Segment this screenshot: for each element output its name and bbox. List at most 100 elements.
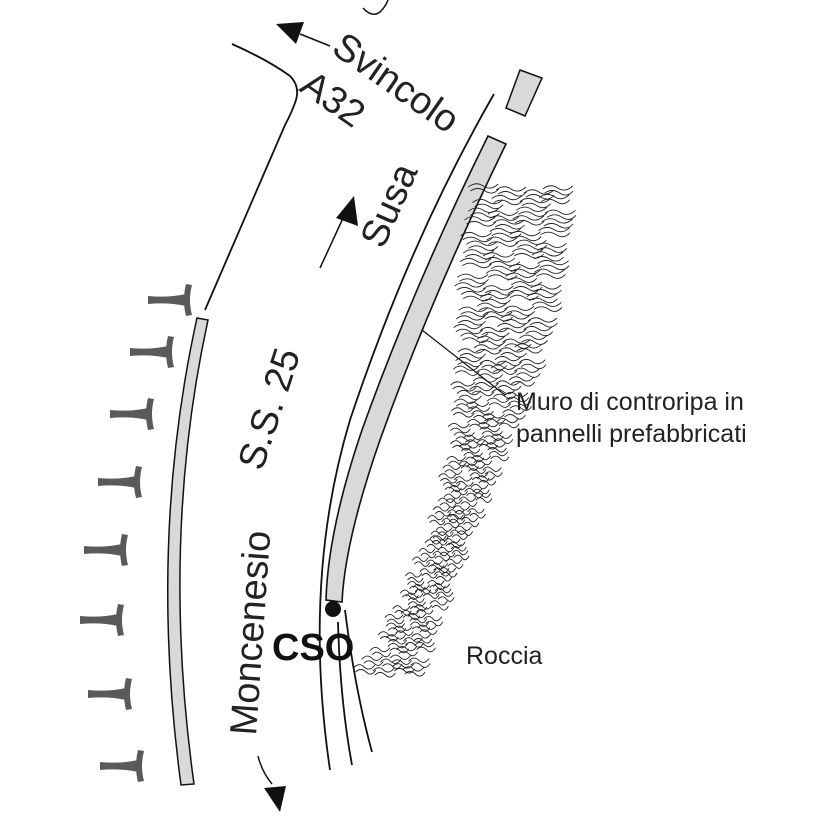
- rock-stroke: [525, 194, 555, 200]
- rock-stroke: [448, 484, 467, 491]
- embankment-symbol-icon: [130, 336, 174, 368]
- rock-stroke: [447, 563, 464, 569]
- rock-stroke: [521, 202, 551, 209]
- rock-stroke: [510, 268, 541, 275]
- road-right-edge-inner: [337, 621, 353, 766]
- rock-stroke: [456, 287, 486, 293]
- rock-stroke: [437, 531, 454, 537]
- rock-stroke: [478, 480, 497, 486]
- rock-stroke: [403, 637, 423, 643]
- rock-stroke: [441, 572, 458, 578]
- rock-stroke: [484, 290, 515, 296]
- rock-stroke: [498, 422, 520, 429]
- rock-stroke: [457, 320, 487, 326]
- rock-stroke: [384, 613, 404, 620]
- road-left-edge: [204, 43, 299, 311]
- rock-stroke: [395, 630, 414, 636]
- rock-stroke: [525, 330, 553, 337]
- rock-stroke: [494, 224, 525, 230]
- rock-stroke: [511, 235, 542, 242]
- rock-stroke: [479, 293, 511, 300]
- rock-stroke: [544, 190, 574, 196]
- rock-stroke: [473, 459, 493, 466]
- rock-stroke: [546, 214, 577, 220]
- rock-stroke: [464, 216, 496, 222]
- rock-stroke: [484, 316, 513, 322]
- rock-stroke: [457, 273, 489, 279]
- arrow-up-right-icon: [319, 196, 358, 269]
- rock-stroke: [507, 277, 538, 283]
- rock-stroke: [500, 314, 531, 320]
- rock-stroke: [385, 634, 406, 640]
- rock-stroke: [407, 597, 425, 603]
- rock-stroke: [509, 294, 539, 301]
- label-wall-line2: pannelli prefabbricati: [516, 420, 747, 448]
- rock-stroke: [472, 488, 490, 495]
- rock-stroke: [486, 397, 511, 403]
- rock-stroke: [466, 463, 486, 469]
- rock-stroke: [420, 552, 437, 559]
- rock-stroke: [400, 609, 420, 616]
- rock-stroke: [429, 519, 446, 526]
- embankment-symbol-icon: [148, 284, 192, 316]
- rock-stroke: [445, 498, 463, 504]
- rock-stroke: [377, 631, 398, 637]
- rock-stroke: [460, 311, 489, 317]
- rock-stroke: [529, 322, 558, 328]
- rock-stroke: [468, 183, 499, 189]
- rock-stroke: [413, 638, 433, 644]
- rock-stroke: [532, 289, 562, 295]
- rock-stroke: [497, 322, 527, 329]
- rock-stroke: [487, 274, 518, 280]
- rock-stroke: [478, 340, 506, 346]
- rock-stroke: [405, 642, 425, 648]
- rock-stroke: [498, 347, 527, 353]
- rock-stroke: [454, 510, 472, 516]
- rock-stroke: [431, 562, 449, 568]
- rock-stroke: [503, 391, 529, 398]
- rock-stroke: [418, 547, 436, 554]
- rock-stroke: [446, 455, 467, 462]
- rock-stroke: [492, 219, 525, 225]
- rock-stroke: [442, 481, 461, 488]
- rock-stroke: [476, 475, 496, 481]
- rock-stroke: [512, 215, 545, 221]
- rock-stroke: [463, 521, 480, 528]
- rock-stroke: [475, 349, 502, 355]
- rock-stroke: [477, 421, 500, 428]
- rock-stroke: [409, 606, 428, 612]
- rock-stroke: [496, 360, 523, 367]
- cso-point-icon: [325, 601, 341, 617]
- rock-stroke: [451, 549, 469, 556]
- rock-stroke: [453, 476, 473, 482]
- rock-stroke: [513, 367, 541, 373]
- rock-stroke: [528, 297, 558, 304]
- rock-stroke: [432, 582, 451, 589]
- rock-stroke: [478, 373, 504, 379]
- rock-stroke: [504, 305, 535, 311]
- arrow-down-icon: [257, 755, 286, 812]
- rock-stroke: [393, 668, 415, 674]
- rock-stroke: [452, 505, 471, 511]
- rock-stroke: [445, 543, 462, 549]
- rock-stroke: [398, 650, 418, 657]
- rock-stroke: [407, 612, 427, 619]
- embankment-symbol-icon: [88, 678, 132, 710]
- rock-stroke: [392, 605, 411, 611]
- rock-stroke: [459, 353, 486, 359]
- rock-stroke: [537, 247, 568, 253]
- rock-stroke: [439, 567, 457, 573]
- rock-stroke: [526, 292, 558, 299]
- rock-stroke: [486, 236, 518, 242]
- rock-stroke: [462, 337, 490, 343]
- rock-stroke: [399, 589, 418, 595]
- rock-stroke: [461, 516, 479, 523]
- rock-stroke: [463, 451, 484, 458]
- rock-stroke: [453, 554, 470, 561]
- rock-stroke: [387, 627, 407, 633]
- rock-stroke: [433, 567, 450, 573]
- rock-stroke: [537, 259, 569, 266]
- rock-stroke: [530, 284, 562, 290]
- rock-stroke: [454, 282, 486, 288]
- rock-stroke: [448, 518, 466, 525]
